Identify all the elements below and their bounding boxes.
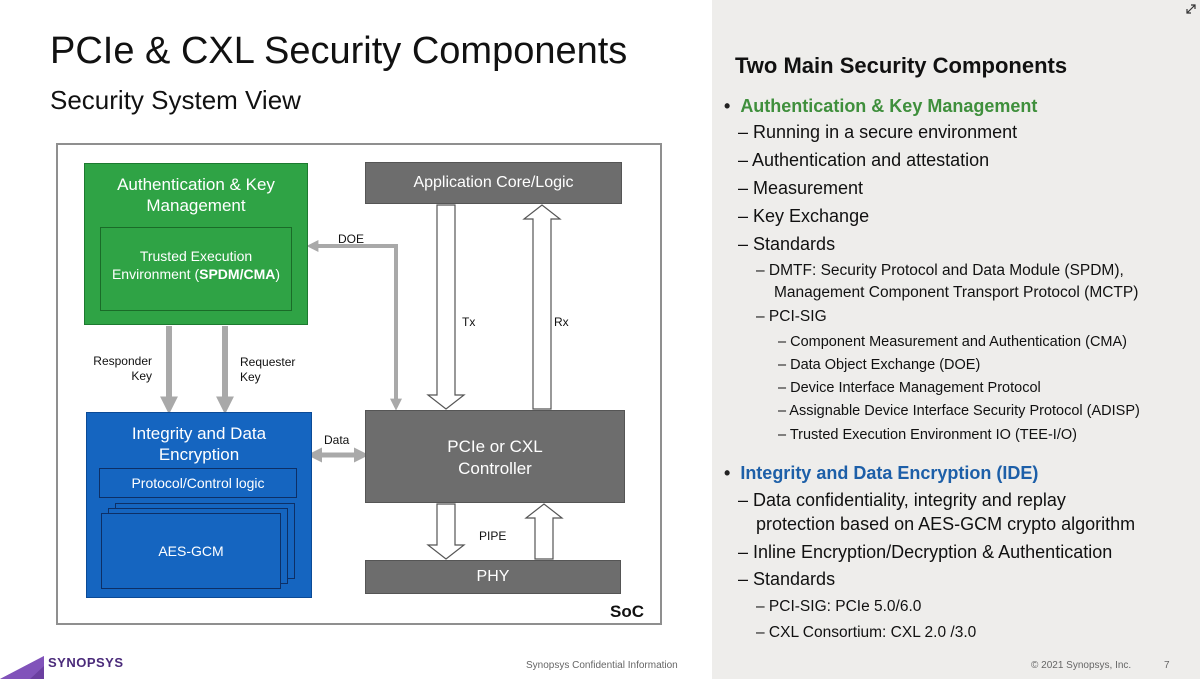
responder-key-line-2: Key (131, 369, 152, 383)
panel-heading: Two Main Security Components (735, 53, 1068, 78)
section1-standard: – DMTF: Security Protocol and Data Modul… (756, 262, 1124, 279)
section2-item: protection based on AES-GCM crypto algor… (756, 514, 1136, 534)
tee-label: Trusted Execution Environment (SPDM/CMA) (101, 247, 291, 283)
application-core-label: Application Core/Logic (413, 174, 574, 191)
tee-suffix: ) (275, 266, 281, 282)
application-core-block: Application Core/Logic (365, 162, 622, 204)
logo-mark-icon (0, 656, 44, 679)
soc-label: SoC (610, 602, 644, 621)
section1-item: – Key Exchange (738, 206, 870, 226)
section1-title: • Authentication & Key Management (724, 95, 1037, 117)
responder-key-line-1: Responder (93, 354, 152, 368)
aes-layer-front: AES-GCM (101, 513, 281, 589)
pcie-cxl-controller-block: PCIe or CXL Controller (365, 410, 625, 503)
soc-frame (56, 143, 662, 625)
phy-block: PHY (365, 560, 621, 594)
rx-label: Rx (554, 315, 569, 329)
logo-text: SYNOPSYS (48, 655, 124, 670)
section1-title-text: Authentication & Key Management (740, 96, 1038, 116)
section2-item: – Inline Encryption/Decryption & Authent… (738, 542, 1113, 562)
section2-title-text: Integrity and Data Encryption (IDE) (740, 463, 1039, 483)
phy-label: PHY (476, 568, 510, 585)
slide-right-pane: Two Main Security Components • Authentica… (712, 0, 1200, 679)
synopsys-logo: SYNOPSYS (0, 652, 160, 679)
slide-title: PCIe & CXL Security Components (50, 30, 628, 72)
doe-arrow (306, 240, 398, 407)
section1-item: – Standards (738, 234, 836, 254)
controller-line-2: Controller (458, 459, 532, 478)
slide-left-pane: PCIe & CXL Security Components Security … (0, 30, 678, 679)
section2-item: – Standards (738, 569, 836, 589)
section1-standard: Management Component Transport Protocol … (774, 284, 1139, 301)
section2-standard: – PCI-SIG: PCIe 5.0/6.0 (756, 598, 922, 615)
section1-item: – Measurement (738, 178, 864, 198)
slide-subtitle: Security System View (50, 85, 301, 115)
tx-label: Tx (462, 315, 476, 329)
protocol-control-logic-label: Protocol/Control logic (131, 475, 265, 491)
auth-key-management-block: Authentication & Key Management Trusted … (84, 163, 308, 325)
page-number: 7 (1164, 660, 1170, 671)
trusted-execution-environment-block: Trusted Execution Environment (SPDM/CMA) (100, 227, 292, 311)
pcisig-item: – Device Interface Management Protocol (778, 380, 1041, 396)
protocol-control-logic-block: Protocol/Control logic (99, 468, 297, 498)
pipe-label: PIPE (479, 529, 507, 543)
requester-key-line-2: Key (240, 370, 261, 384)
section1-item: – Authentication and attestation (738, 150, 990, 170)
responder-key-label: Responder Key (90, 354, 152, 384)
bullet-icon: • (724, 463, 731, 483)
section2-title: • Integrity and Data Encryption (IDE) (724, 462, 1038, 484)
integrity-data-encryption-block: Integrity and Data Encryption Protocol/C… (86, 412, 312, 598)
rx-arrow (522, 204, 562, 410)
pipe-up-arrow (524, 503, 564, 560)
expand-icon[interactable] (1186, 4, 1196, 14)
pcisig-item: – Assignable Device Interface Security P… (778, 403, 1140, 419)
pcisig-item: – Component Measurement and Authenticati… (778, 334, 1127, 350)
tee-prefix: Environment ( (111, 266, 200, 282)
copyright-notice: © 2021 Synopsys, Inc. (1031, 660, 1132, 671)
section1-item: – Running in a secure environment (738, 122, 1018, 142)
aes-gcm-label: AES-GCM (158, 543, 224, 559)
security-system-diagram: Authentication & Key Management Trusted … (56, 143, 666, 630)
bullet-icon: • (724, 96, 731, 116)
controller-label: PCIe or CXL Controller (366, 436, 624, 480)
requester-key-label: Requester Key (240, 355, 295, 385)
confidential-notice: Synopsys Confidential Information (526, 660, 678, 671)
section2-standard: – CXL Consortium: CXL 2.0 /3.0 (756, 624, 977, 641)
tee-spdm-cma: SPDM/CMA (199, 266, 276, 282)
controller-line-1: PCIe or CXL (447, 437, 543, 456)
ide-block-title: Integrity and Data Encryption (131, 424, 267, 464)
auth-block-title: Authentication & Key Management (117, 175, 275, 215)
tee-line-1: Trusted Execution (139, 248, 253, 264)
pcisig-item: – Trusted Execution Environment IO (TEE-… (778, 427, 1077, 443)
diagram-arrows (160, 204, 564, 560)
requester-key-line-1: Requester (240, 355, 296, 369)
tx-arrow (426, 204, 466, 410)
aes-gcm-stack: AES-GCM (101, 503, 297, 591)
doe-label: DOE (338, 232, 365, 246)
data-label: Data (324, 433, 350, 447)
tee-line-2: Environment (SPDM/CMA) (101, 265, 291, 283)
pcisig-item: – Data Object Exchange (DOE) (778, 357, 981, 373)
section1-standard: – PCI-SIG (756, 308, 827, 325)
section2-item: – Data confidentiality, integrity and re… (738, 490, 1066, 510)
pipe-down-arrow (426, 503, 466, 560)
